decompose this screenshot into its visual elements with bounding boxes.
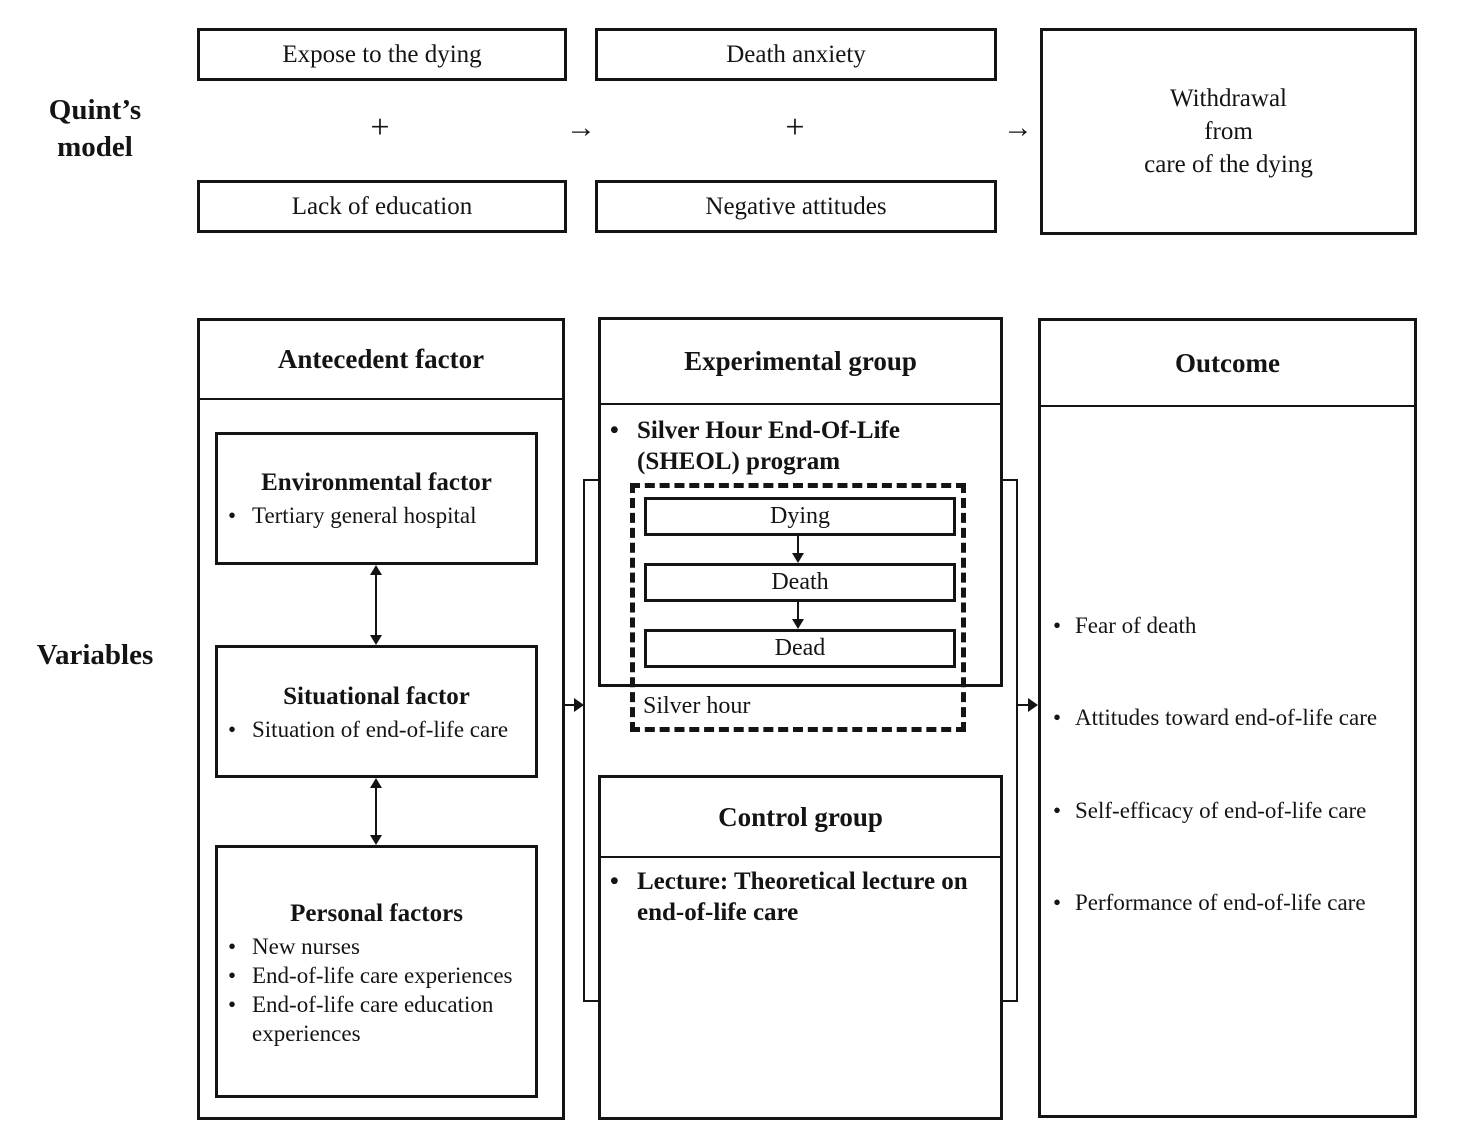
control-group-header: Control group <box>601 778 1000 858</box>
outcome-header: Outcome <box>1041 321 1414 407</box>
stage-box-death: Death <box>644 563 956 602</box>
lecture-line2: end-of-life care <box>637 899 799 926</box>
bullet-dot: • <box>610 417 619 444</box>
quint-model-label-line2: model <box>57 131 133 163</box>
bullet-new-nurses: • New nurses <box>228 934 360 959</box>
arrow-groups-to-outcome-head <box>1028 698 1038 712</box>
stage-box-dying: Dying <box>644 497 956 536</box>
stage-arrow-death-dead <box>791 602 805 629</box>
sheol-dashed-frame <box>630 483 966 732</box>
arrow-operator-1: → <box>566 111 596 144</box>
bullet-eol-care-experiences: • End-of-life care experiences <box>228 963 513 988</box>
plus-operator-2: + <box>785 109 805 146</box>
box-withdrawal-from-care: Withdrawal from care of the dying <box>1040 28 1417 235</box>
variables-label: Variables <box>36 639 154 671</box>
bullet-eol-education-experiences: • End-of-life care education experiences <box>228 992 494 1046</box>
bullet-dot: • <box>228 992 237 1017</box>
environmental-factor-title: Environmental factor <box>261 469 492 496</box>
bullet-dot: • <box>228 963 237 988</box>
bullet-performance-eol-care: • Performance of end-of-life care <box>1053 888 1366 918</box>
quint-model-label-line1: Quint’s <box>48 94 142 126</box>
outcome-box: Outcome • Fear of death • Attitudes towa… <box>1038 318 1417 1118</box>
withdrawal-line3: care of the dying <box>1144 151 1313 178</box>
double-arrow-sit-per <box>368 778 384 845</box>
bullet-dot: • <box>1053 613 1062 638</box>
bracket-groups-right <box>1003 479 1018 1002</box>
quint-model-label: Quint’s model <box>20 92 170 166</box>
bullet-attitudes-eol-care: • Attitudes toward end-of-life care <box>1053 703 1377 733</box>
personal-factors-box: Personal factors • New nurses • End-of-l… <box>215 845 538 1098</box>
bullet-fear-of-death: • Fear of death <box>1053 611 1196 641</box>
arrow-antecedent-to-groups-head <box>574 698 584 712</box>
arrow-operator-2: → <box>1003 111 1033 144</box>
control-group-box: Control group • Lecture: Theoretical lec… <box>598 775 1003 1120</box>
sheol-program-line2: (SHEOL) program <box>637 448 841 475</box>
box-negative-attitudes: Negative attitudes <box>595 180 997 233</box>
bullet-dot: • <box>610 868 619 895</box>
bracket-groups-left <box>583 479 598 1002</box>
box-death-anxiety: Death anxiety <box>595 28 997 81</box>
bullet-self-efficacy-eol-care: • Self-efficacy of end-of-life care <box>1053 796 1366 826</box>
silver-hour-label: Silver hour <box>643 693 751 719</box>
situational-factor-title: Situational factor <box>283 683 470 710</box>
stage-arrow-dying-death <box>791 536 805 563</box>
stage-box-dead: Dead <box>644 629 956 668</box>
environmental-factor-box: Environmental factor • Tertiary general … <box>215 432 538 565</box>
bullet-dot: • <box>228 503 237 528</box>
situational-factor-box: Situational factor • Situation of end-of… <box>215 645 538 778</box>
personal-factors-title: Personal factors <box>290 900 463 927</box>
experimental-group-header: Experimental group <box>601 320 1000 405</box>
bullet-tertiary-general-hospital: • Tertiary general hospital <box>228 503 477 528</box>
box-lack-of-education: Lack of education <box>197 180 567 233</box>
box-expose-to-the-dying: Expose to the dying <box>197 28 567 81</box>
bullet-lecture: • Lecture: Theoretical lecture on end-of… <box>610 866 995 928</box>
arrow-antecedent-to-groups-line <box>565 704 576 706</box>
arrow-groups-to-outcome-line <box>1018 704 1029 706</box>
bullet-dot: • <box>228 717 237 742</box>
bullet-sheol-program: • Silver Hour End-Of-Life (SHEOL) progra… <box>610 415 990 477</box>
antecedent-factor-header: Antecedent factor <box>200 321 562 400</box>
bullet-situation-eol-care: • Situation of end-of-life care <box>228 717 509 742</box>
sheol-program-line1: Silver Hour End-Of-Life <box>637 417 900 444</box>
bullet-dot: • <box>1053 705 1062 730</box>
double-arrow-env-sit <box>368 565 384 645</box>
bullet-dot: • <box>1053 890 1062 915</box>
bullet-dot: • <box>1053 798 1062 823</box>
withdrawal-line1: Withdrawal <box>1169 85 1287 112</box>
bullet-dot: • <box>228 934 237 959</box>
lecture-line1: Lecture: Theoretical lecture on <box>637 868 968 895</box>
plus-operator-1: + <box>370 109 390 146</box>
withdrawal-line2: from <box>1204 118 1253 145</box>
